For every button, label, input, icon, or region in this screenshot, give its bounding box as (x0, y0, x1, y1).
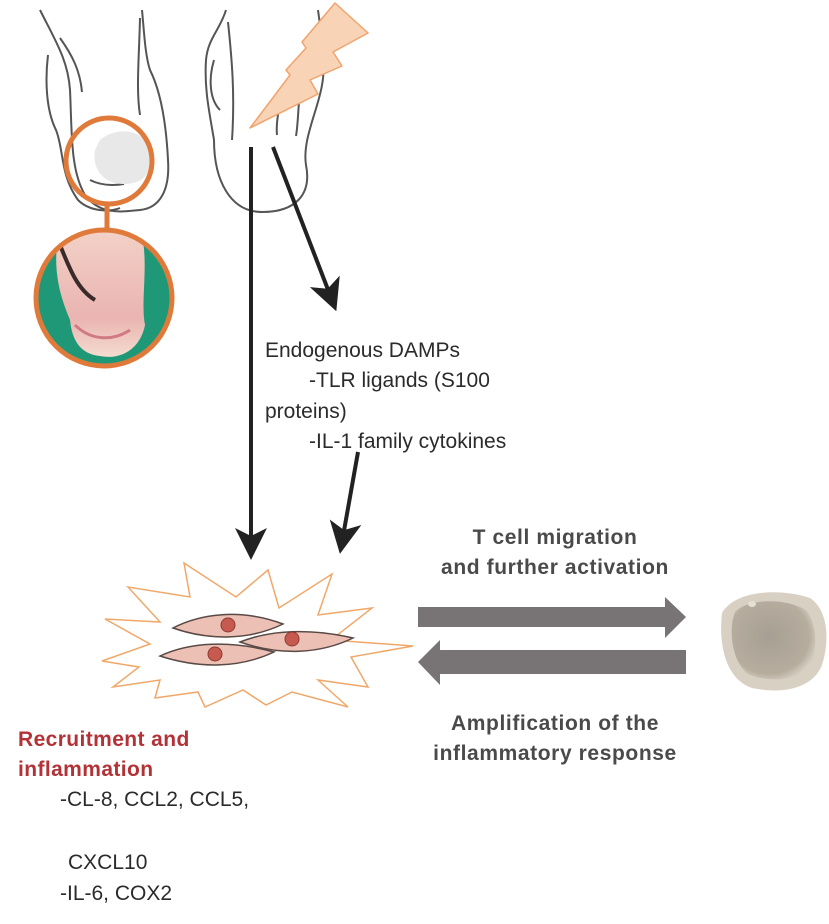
arrow-left-amplification (418, 640, 686, 685)
damps-heading: Endogenous DAMPs (265, 339, 460, 362)
amplification-label-line1: Amplification of the (451, 712, 659, 735)
inflammation-starburst (101, 561, 414, 708)
fibroblast-cells-icon (157, 613, 356, 666)
arrow-damps-to-cells (329, 451, 362, 554)
recruitment-item-chemokines: -CL-8, CCL2, CCL5, (60, 788, 250, 811)
recruitment-title-line2: inflammation (18, 758, 154, 781)
heel-highlight (94, 131, 152, 185)
recruitment-item-chemokines-wrap: CXCL10 (68, 851, 148, 874)
lightning-bolt-icon (249, 2, 369, 129)
tcell-label-line1: T cell migration (472, 526, 638, 549)
left-foot-outline-icon (39, 9, 170, 213)
arrow-foot-to-damps (271, 146, 340, 312)
damps-item-il1: -IL-1 family cytokines (309, 430, 507, 453)
t-cell-icon (721, 592, 827, 691)
recruitment-title-line1: Recruitment and (18, 728, 190, 751)
heel-photo (33, 227, 175, 369)
tcell-label-line2: and further activation (441, 556, 669, 579)
amplification-label-line2: inflammatory response (433, 742, 677, 765)
recruitment-item-il6: -IL-6, COX2 (60, 882, 173, 905)
damps-item-tlr-wrap: proteins) (265, 400, 347, 423)
arrow-right-tcell-migration (418, 597, 686, 638)
damps-item-tlr: -TLR ligands (S100 (309, 369, 490, 392)
